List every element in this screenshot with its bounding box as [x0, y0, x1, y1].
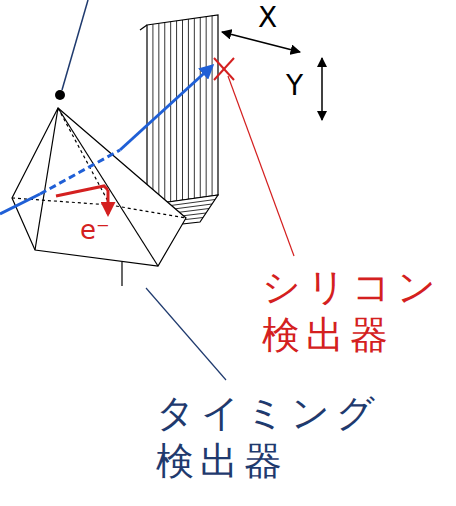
strip-line — [176, 21, 177, 201]
strip-line — [152, 24, 153, 204]
electron-track — [56, 186, 108, 214]
timing-detector — [12, 108, 186, 286]
strip-line — [200, 18, 201, 198]
strip-line — [212, 16, 213, 196]
part-label: シリコン 検出器 — [262, 264, 442, 359]
strip-line — [188, 19, 189, 199]
strip-line — [164, 23, 165, 203]
leader-line — [228, 76, 294, 256]
dimension-arrow — [321, 58, 323, 120]
leader-line — [146, 288, 226, 380]
dimension-label: X — [258, 0, 277, 35]
dimension-label: Y — [286, 68, 303, 103]
strip-line — [170, 22, 171, 202]
particle-beam — [0, 66, 212, 214]
strip-line — [182, 20, 183, 200]
leader-line — [62, 0, 88, 90]
marker-dot — [55, 90, 65, 100]
part-label: タイミング 検出器 — [156, 390, 381, 485]
hit-mark — [214, 58, 234, 80]
strip-line — [206, 17, 207, 197]
dimension-arrow — [222, 32, 300, 52]
particle-label: e⁻ — [80, 214, 110, 247]
strip-line — [194, 18, 195, 198]
